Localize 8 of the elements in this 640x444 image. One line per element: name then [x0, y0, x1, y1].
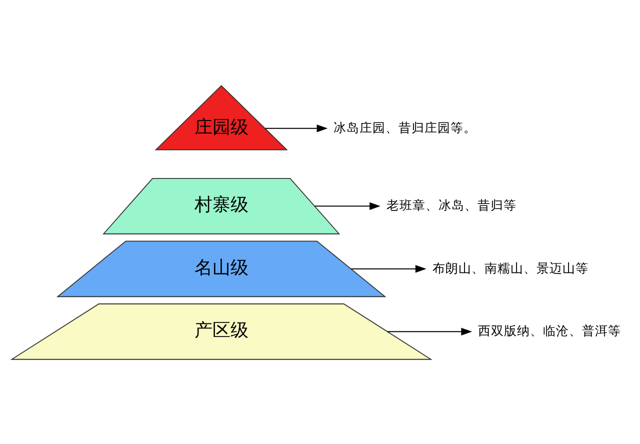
node-text: 老班章、冰岛、昔归等 — [386, 198, 516, 213]
node-text: 布朗山、南糯山、景迈山等 — [432, 260, 589, 276]
arrow — [314, 202, 380, 210]
node-text: 冰岛庄园、昔归庄园等。 — [334, 120, 477, 136]
arrow — [350, 264, 426, 272]
arrow — [264, 124, 328, 132]
node-text: 西双版纳、临沧、普洱等 — [478, 323, 622, 338]
arrow — [386, 327, 472, 335]
